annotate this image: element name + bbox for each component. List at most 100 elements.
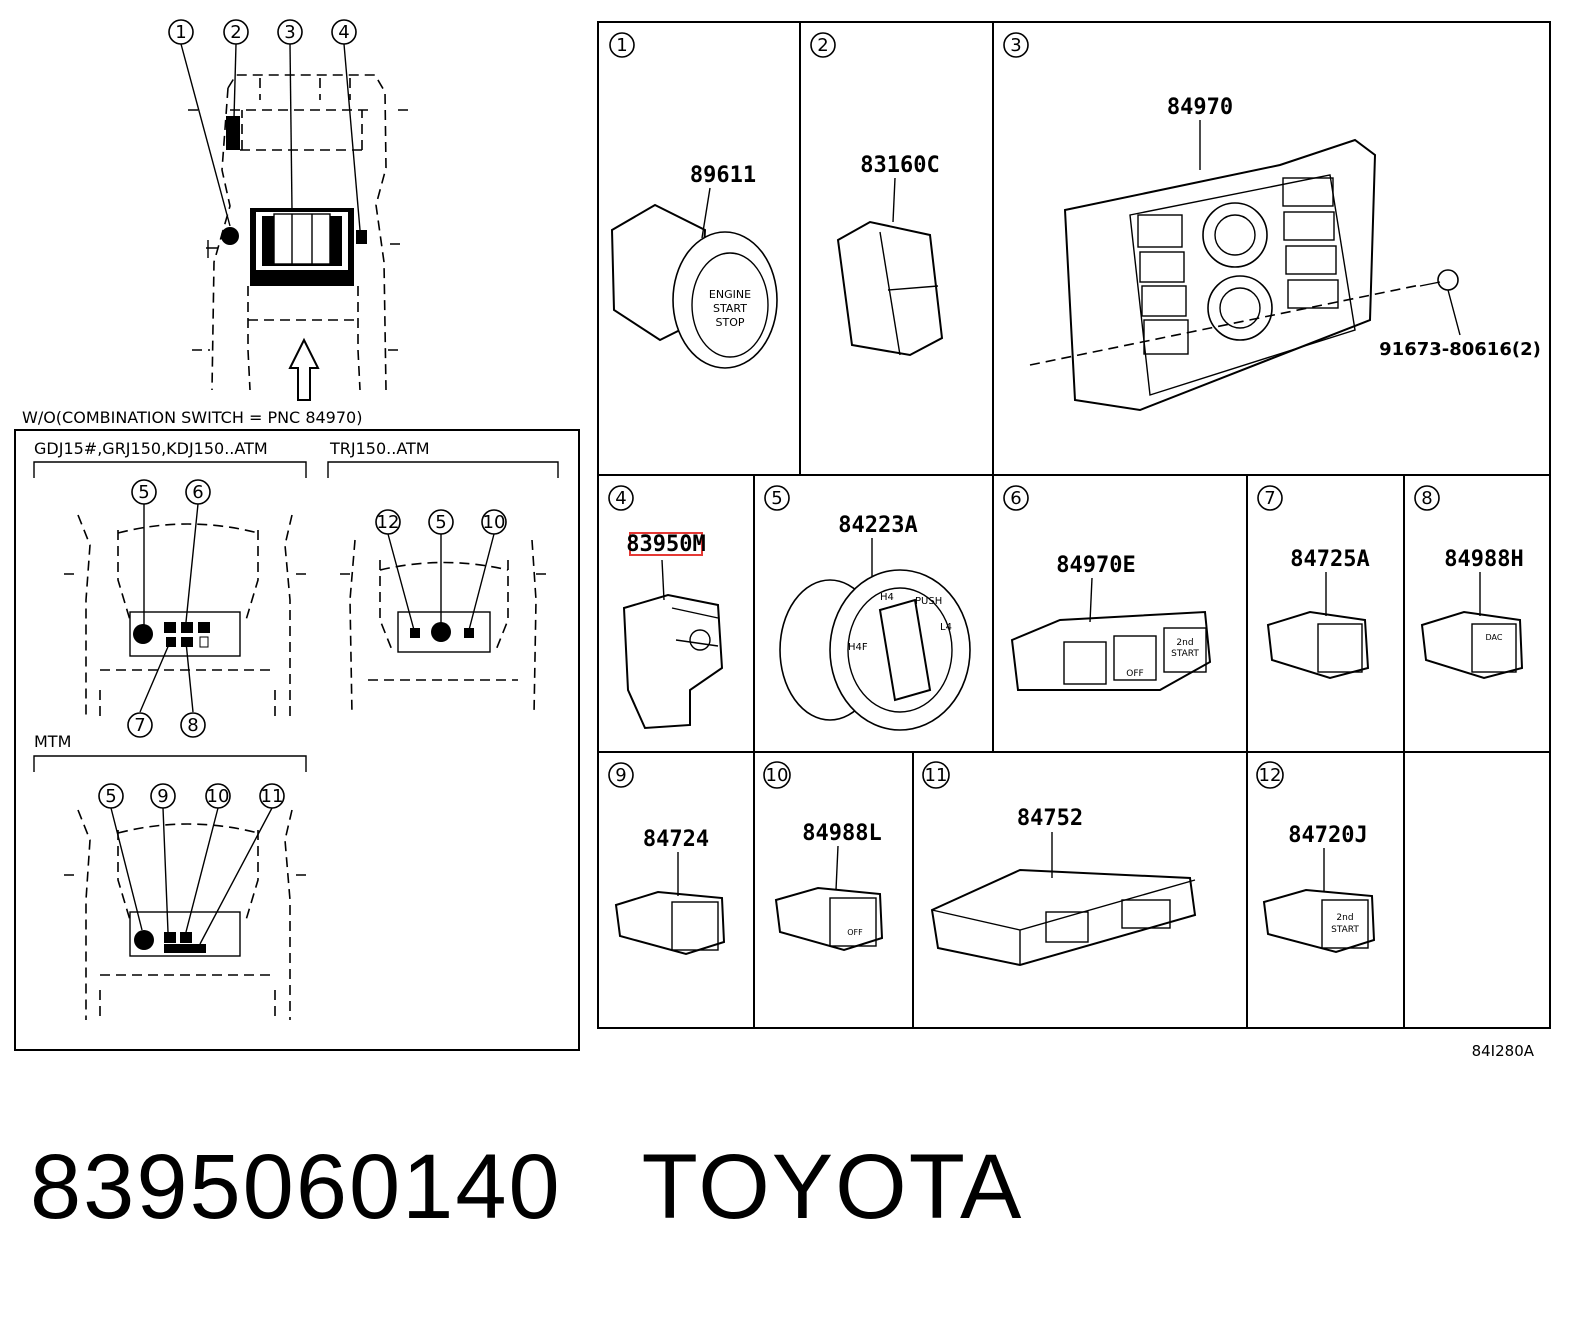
svg-text:10: 10 <box>483 512 506 533</box>
svg-text:START: START <box>1331 925 1359 935</box>
mtm-group-label: MTM <box>34 732 71 751</box>
part-84988L: 84988L OFF <box>774 821 884 952</box>
part-84223A: 84223A PUSH H4 L4 H4F <box>779 513 971 731</box>
svg-text:9: 9 <box>615 765 626 786</box>
svg-text:2: 2 <box>817 35 828 56</box>
highlight-box <box>629 532 703 556</box>
cell-index-7: 7 <box>1257 485 1283 511</box>
part-number: 83950M <box>626 532 705 557</box>
part-number: 84223A <box>838 513 917 538</box>
svg-text:6: 6 <box>1010 488 1021 509</box>
svg-text:12: 12 <box>377 512 400 533</box>
svg-text:8: 8 <box>1421 488 1432 509</box>
svg-text:STOP: STOP <box>716 316 745 329</box>
variant-trj: TRJ150..ATM 12 5 10 <box>327 439 559 716</box>
cell-index-6: 6 <box>1003 485 1029 511</box>
svg-text:OFF: OFF <box>847 928 863 937</box>
footer-part-number: 8395060140 <box>30 1136 562 1238</box>
cell-index-3: 3 <box>1003 32 1029 58</box>
callout-trj-12: 12 <box>375 509 401 535</box>
callout-4: 4 <box>331 19 357 45</box>
part-84752: 84752 <box>930 806 1197 967</box>
cell-index-10: 10 <box>763 761 791 789</box>
svg-text:L4: L4 <box>940 622 952 633</box>
part-number: 84752 <box>1017 806 1083 831</box>
svg-text:3: 3 <box>1010 35 1021 56</box>
callout-3: 3 <box>277 19 303 45</box>
part-number: 84988H <box>1444 547 1523 572</box>
svg-text:10: 10 <box>207 786 230 807</box>
part-84724: 84724 <box>614 827 726 956</box>
svg-text:2nd: 2nd <box>1336 913 1353 923</box>
svg-text:5: 5 <box>435 512 446 533</box>
callout-gdj-6: 6 <box>185 479 211 505</box>
svg-text:2: 2 <box>230 22 241 43</box>
svg-text:START: START <box>1171 649 1199 659</box>
callout-1: 1 <box>168 19 194 45</box>
svg-text:6: 6 <box>192 482 203 503</box>
footer: 8395060140 TOYOTA <box>30 1135 1103 1240</box>
cell-index-2: 2 <box>810 32 836 58</box>
gdj-group-label: GDJ15#,GRJ150,KDJ150..ATM <box>34 439 268 458</box>
diagram-code: 84I280A <box>1472 1042 1535 1060</box>
variant-gdj: GDJ15#,GRJ150,KDJ150..ATM 5 6 7 8 <box>33 439 310 738</box>
svg-text:5: 5 <box>105 786 116 807</box>
part-number: 84724 <box>643 827 709 852</box>
svg-text:START: START <box>713 302 747 315</box>
callout-gdj-5: 5 <box>131 479 157 505</box>
part-number: 84970 <box>1167 95 1233 120</box>
svg-text:11: 11 <box>261 786 284 807</box>
svg-text:DAC: DAC <box>1486 633 1503 642</box>
cell-index-8: 8 <box>1414 485 1440 511</box>
callout-mtm-5: 5 <box>98 783 124 809</box>
svg-text:11: 11 <box>925 765 948 786</box>
footer-brand: TOYOTA <box>641 1136 1024 1238</box>
variants-box <box>14 429 580 1051</box>
svg-text:8: 8 <box>187 715 198 736</box>
cell-index-11: 11 <box>922 761 950 789</box>
svg-text:3: 3 <box>284 22 295 43</box>
callout-2: 2 <box>223 19 249 45</box>
svg-text:5: 5 <box>771 488 782 509</box>
part-number: 84720J <box>1288 823 1367 848</box>
callout-trj-10: 10 <box>481 509 507 535</box>
svg-text:1: 1 <box>175 22 186 43</box>
svg-text:ENGINE: ENGINE <box>709 288 751 301</box>
part-84970E: 84970E OFF 2nd START <box>1010 553 1212 691</box>
part-89611: 89611 ENGINE START STOP <box>610 163 778 369</box>
callout-mtm-9: 9 <box>150 783 176 809</box>
part-number-bolt: 91673-80616(2) <box>1379 339 1541 360</box>
dashboard-overview: 1 2 3 4 <box>168 19 410 401</box>
callout-gdj-7: 7 <box>127 712 153 738</box>
svg-text:2nd: 2nd <box>1176 638 1193 648</box>
svg-text:4: 4 <box>615 488 626 509</box>
part-number: 84970E <box>1056 553 1135 578</box>
svg-text:1: 1 <box>616 35 627 56</box>
cell-index-5: 5 <box>764 485 790 511</box>
callout-mtm-11: 11 <box>259 783 285 809</box>
svg-text:10: 10 <box>766 765 789 786</box>
svg-text:5: 5 <box>138 482 149 503</box>
cell-index-1: 1 <box>609 32 635 58</box>
cell-index-9: 9 <box>608 762 634 788</box>
svg-text:H4: H4 <box>880 592 894 603</box>
svg-text:PUSH: PUSH <box>915 596 942 607</box>
svg-text:7: 7 <box>1264 488 1275 509</box>
callout-gdj-8: 8 <box>180 712 206 738</box>
svg-text:4: 4 <box>338 22 349 43</box>
part-number: 89611 <box>690 163 756 188</box>
parts-grid <box>597 21 1551 1029</box>
part-number: 84988L <box>802 821 881 846</box>
part-83160C: 83160C <box>836 153 944 357</box>
part-84970: 84970 91673-80616(2) <box>1029 95 1541 412</box>
part-84720J: 84720J 2nd START <box>1262 823 1376 954</box>
callout-mtm-10: 10 <box>205 783 231 809</box>
part-84725A: 84725A <box>1266 547 1370 680</box>
svg-text:H4F: H4F <box>848 642 868 653</box>
part-number: 83160C <box>860 153 939 178</box>
svg-text:OFF: OFF <box>1126 669 1143 679</box>
variant-mtm: MTM 5 9 10 11 <box>33 732 310 1020</box>
trj-group-label: TRJ150..ATM <box>329 439 430 458</box>
svg-text:7: 7 <box>134 715 145 736</box>
